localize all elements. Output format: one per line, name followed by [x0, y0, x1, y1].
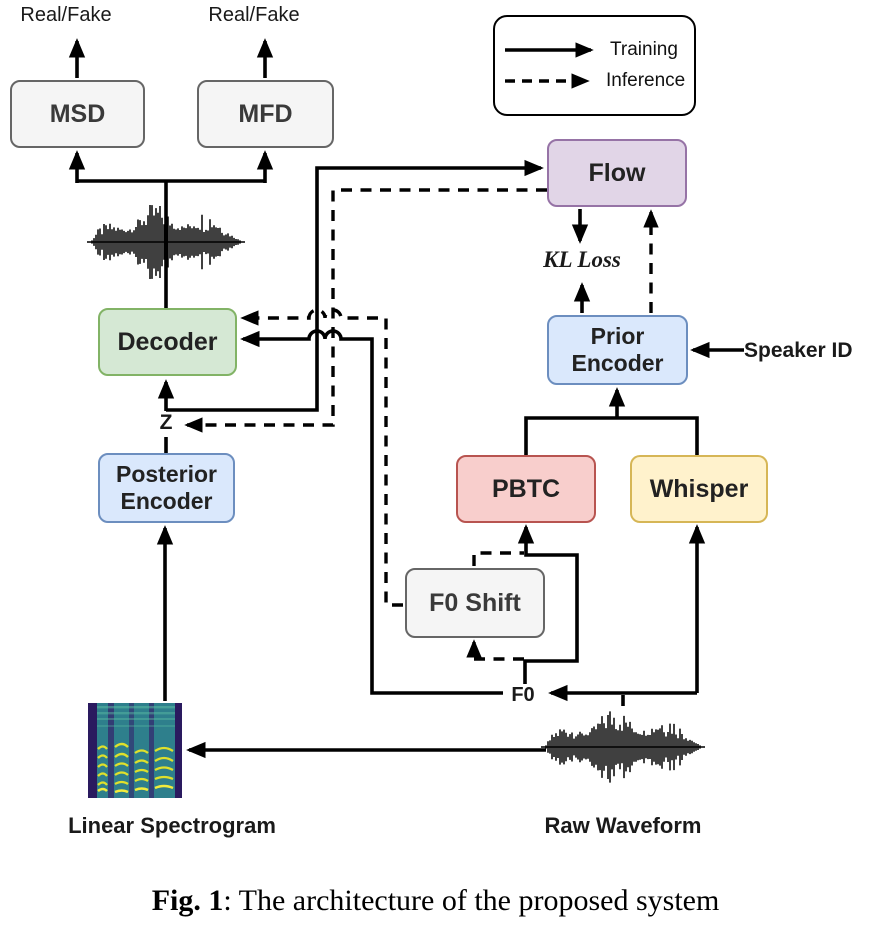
raw-waveform-image — [541, 711, 705, 783]
line-f0shift-to-pbtc-dashed — [472, 551, 524, 566]
real-fake-label-left: Real/Fake — [20, 4, 112, 26]
decoder-box: Decoder — [98, 308, 237, 376]
msd-box: MSD — [10, 80, 145, 148]
z-latent-label: Z — [159, 411, 173, 434]
raw-waveform-label: Raw Waveform — [544, 813, 702, 838]
f0-shift-box: F0 Shift — [405, 568, 545, 638]
pbtc-whisper-merge-bar — [524, 416, 699, 455]
legend-row-inference: Inference — [501, 70, 688, 92]
legend-inference-label: Inference — [606, 70, 686, 91]
dashed-arrow-icon — [505, 73, 590, 89]
flow-label: Flow — [588, 158, 646, 187]
generated-waveform-image — [87, 205, 245, 279]
linear-spectrogram-label: Linear Spectrogram — [68, 813, 276, 838]
prior-encoder-box: Prior Encoder — [547, 315, 688, 385]
linear-spectrogram-image — [88, 703, 182, 798]
legend-row-training: Training — [501, 39, 688, 61]
f0-shift-label: F0 Shift — [429, 588, 521, 617]
prior-encoder-label-line2: Encoder — [571, 350, 664, 376]
arrow-flow-to-z-dashed — [184, 188, 547, 433]
solid-arrow-icon — [505, 42, 594, 58]
f0-label: F0 — [503, 684, 543, 707]
whisper-box: Whisper — [630, 455, 768, 523]
whisper-label: Whisper — [649, 474, 749, 503]
figure-caption: Fig. 1: The architecture of the proposed… — [0, 884, 871, 918]
inference-connectors — [184, 188, 659, 661]
prior-encoder-label-line1: Prior — [590, 322, 645, 349]
figure-caption-text: : The architecture of the proposed syste… — [223, 884, 720, 917]
decoder-label: Decoder — [117, 327, 218, 356]
mfd-box: MFD — [197, 80, 334, 148]
arrow-f0-to-decoder — [240, 329, 510, 695]
mfd-label: MFD — [238, 99, 293, 128]
training-connectors — [68, 38, 744, 759]
posterior-encoder-label-line1: Posterior — [116, 460, 217, 487]
figure-caption-number: Fig. 1 — [151, 884, 224, 917]
legend-box: Training Inference — [493, 15, 696, 116]
pbtc-label: PBTC — [491, 474, 561, 503]
posterior-encoder-label-line2: Encoder — [120, 488, 213, 514]
arrow-f0shift-to-decoder-dashed — [240, 308, 403, 607]
legend-training-label: Training — [610, 39, 678, 60]
real-fake-label-right: Real/Fake — [208, 4, 300, 26]
flow-box: Flow — [547, 139, 687, 207]
msd-label: MSD — [49, 99, 106, 128]
speaker-id-label: Speaker ID — [744, 339, 853, 362]
kl-loss-label: KL Loss — [543, 247, 621, 272]
arrow-z-to-flow — [166, 159, 544, 412]
posterior-encoder-box: Posterior Encoder — [98, 453, 235, 523]
arrow-f0-to-f0shift-dashed — [466, 639, 524, 661]
arrow-f0-to-pbtc — [517, 524, 579, 684]
waveform-graphics — [87, 205, 705, 783]
pbtc-box: PBTC — [456, 455, 596, 523]
